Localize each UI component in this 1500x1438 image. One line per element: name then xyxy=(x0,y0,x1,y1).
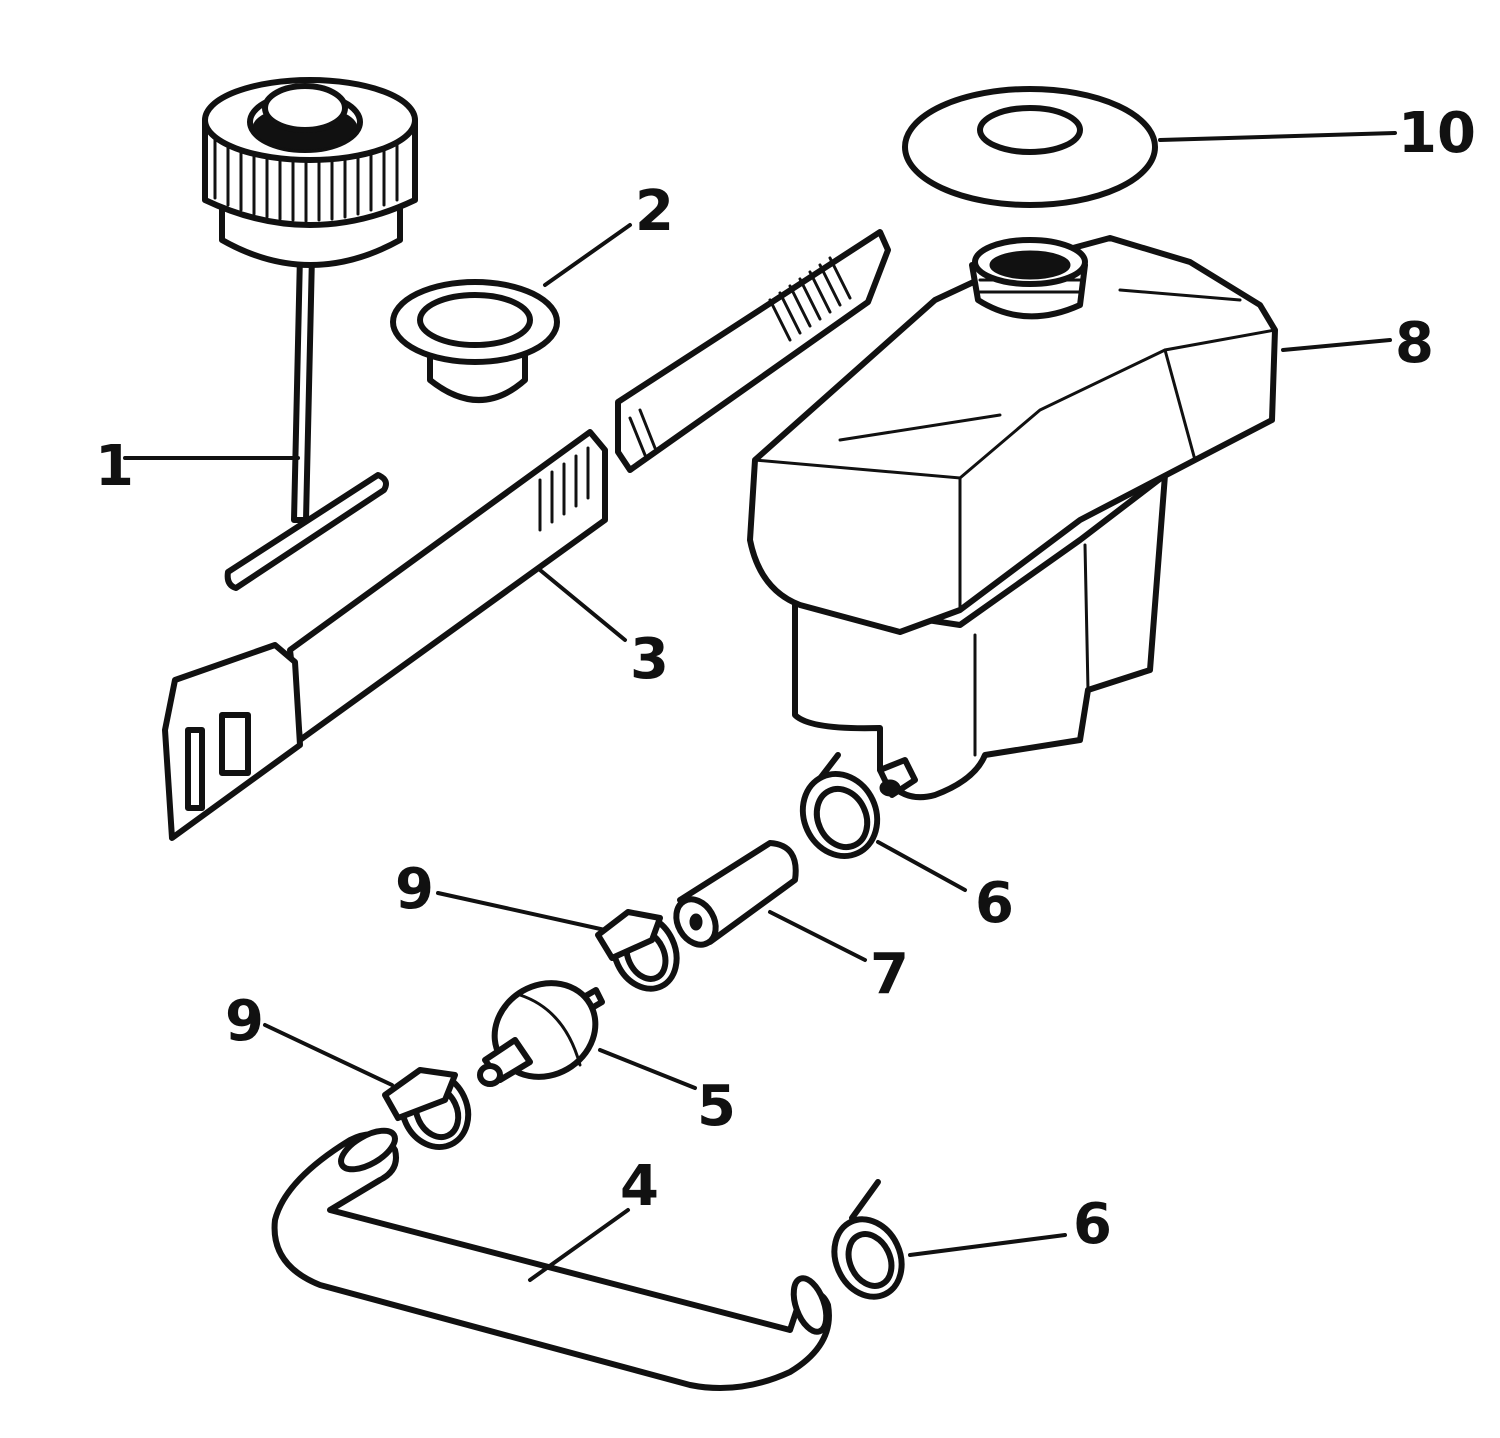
part-clamp-lower xyxy=(831,1179,905,1300)
callout-10: 10 xyxy=(1398,101,1476,166)
leader-9a xyxy=(436,891,607,932)
part-washer xyxy=(902,86,1158,208)
callout-8: 8 xyxy=(1395,311,1434,376)
leader-3 xyxy=(538,568,627,642)
callout-3: 3 xyxy=(630,627,669,692)
callout-7: 7 xyxy=(870,942,909,1007)
part-fuel-filter xyxy=(477,980,605,1087)
leader-8 xyxy=(1281,338,1392,352)
callout-1: 1 xyxy=(95,434,134,499)
callout-2: 2 xyxy=(635,179,674,244)
callout-9b: 9 xyxy=(225,989,264,1054)
leader-5 xyxy=(598,1048,697,1090)
part-mounting-strap xyxy=(162,229,891,841)
part-clamp-upper xyxy=(799,752,881,859)
leader-4 xyxy=(528,1208,630,1282)
part-clamp-9-lower xyxy=(382,1067,472,1150)
part-oil-tank xyxy=(747,235,1278,801)
leader-6a xyxy=(876,840,967,892)
part-short-hose xyxy=(673,840,799,948)
callout-9a: 9 xyxy=(395,857,434,922)
callout-6b: 6 xyxy=(1073,1192,1112,1257)
part-grommet xyxy=(390,279,560,403)
part-long-hose xyxy=(271,1127,832,1391)
leader-10 xyxy=(1158,131,1397,142)
leader-6b xyxy=(908,1233,1067,1257)
leader-7 xyxy=(768,910,867,962)
callout-6a: 6 xyxy=(975,871,1014,936)
leader-2 xyxy=(543,223,632,287)
callout-numbers: 1 2 3 4 5 6 6 7 8 9 9 10 xyxy=(95,101,1476,1257)
callout-4: 4 xyxy=(620,1154,659,1219)
callout-5: 5 xyxy=(697,1074,736,1139)
part-clamp-9-upper xyxy=(595,909,680,992)
leader-lines xyxy=(123,131,1397,1282)
part-filler-cap-dipstick xyxy=(202,77,418,591)
leader-9b xyxy=(263,1023,394,1087)
